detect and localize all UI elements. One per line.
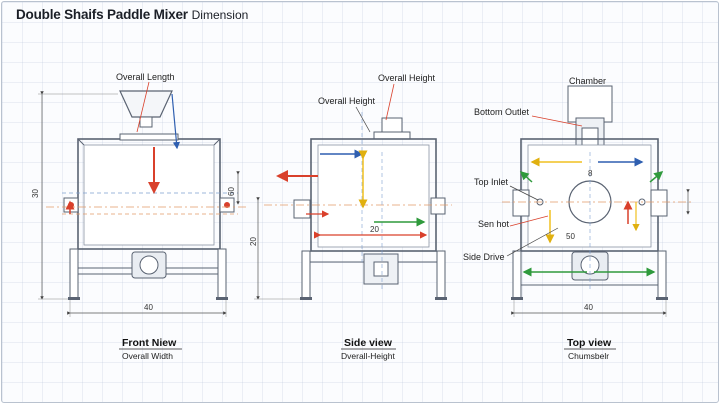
front-dim-width: 40 (144, 303, 153, 312)
front-dim-side: 60 (227, 187, 236, 196)
side-frame-inner (317, 144, 430, 248)
top-dim-width: 40 (584, 303, 593, 312)
side-leg-right (436, 250, 446, 300)
front-callout-overall-length: Overall Length (116, 72, 175, 82)
front-leg-right (217, 248, 227, 300)
top-bearing-right (650, 189, 668, 217)
side-view: Overall Height Overall Height 20 20 Side… (249, 73, 452, 361)
top-chamber (567, 85, 613, 123)
front-view-subcaption: Overall Width (122, 351, 173, 361)
side-view-caption: Side view (344, 337, 393, 349)
side-view-subcaption: Dverall-Height (341, 351, 395, 361)
side-callout-overall-height-top: Overall Height (378, 73, 436, 83)
front-top-flange (119, 133, 179, 141)
title-main: Double Shaifs Paddle Mixer (16, 7, 188, 22)
front-dim-height: 30 (31, 189, 40, 198)
top-callout-chamber: Chamber (569, 76, 606, 86)
front-view: Overall Length 30 60 40 Front Niew Overa… (31, 72, 248, 361)
side-bearing-right (430, 197, 446, 215)
page-title: Double Shaifs Paddle Mixer Dimension (16, 7, 248, 22)
front-leg-left (69, 248, 79, 300)
side-leg-left (301, 250, 311, 300)
front-view-caption: Front Niew (122, 337, 177, 349)
top-view-caption: Top view (567, 337, 612, 349)
front-hopper (119, 90, 173, 118)
top-callout-side-drive: Side Drive (463, 252, 505, 262)
top-view: Chamber Bottom Outlet Top Inlet Sen hot … (463, 76, 692, 361)
top-callout-sen-hot: Sen hot (478, 219, 510, 229)
front-frame-inner (83, 144, 215, 246)
top-view-subcaption: Chumsbelr (568, 351, 609, 361)
top-callout-top-inlet: Top Inlet (474, 177, 509, 187)
front-hopper-neck (139, 116, 153, 128)
top-leg-left (512, 250, 522, 300)
side-dim-height: 20 (249, 237, 258, 246)
top-bearing-left (512, 189, 530, 217)
side-dim-inner: 20 (370, 225, 379, 234)
top-callout-bottom-outlet: Bottom Outlet (474, 107, 530, 117)
top-leg-right (657, 250, 667, 300)
side-bearing-left (293, 199, 311, 219)
title-suffix: Dimension (191, 8, 249, 22)
top-dim-small: 8 (588, 169, 593, 178)
side-callout-overall-height: Overall Height (318, 96, 376, 106)
top-dim-inner: 50 (566, 232, 575, 241)
side-frame-outer (310, 138, 437, 252)
